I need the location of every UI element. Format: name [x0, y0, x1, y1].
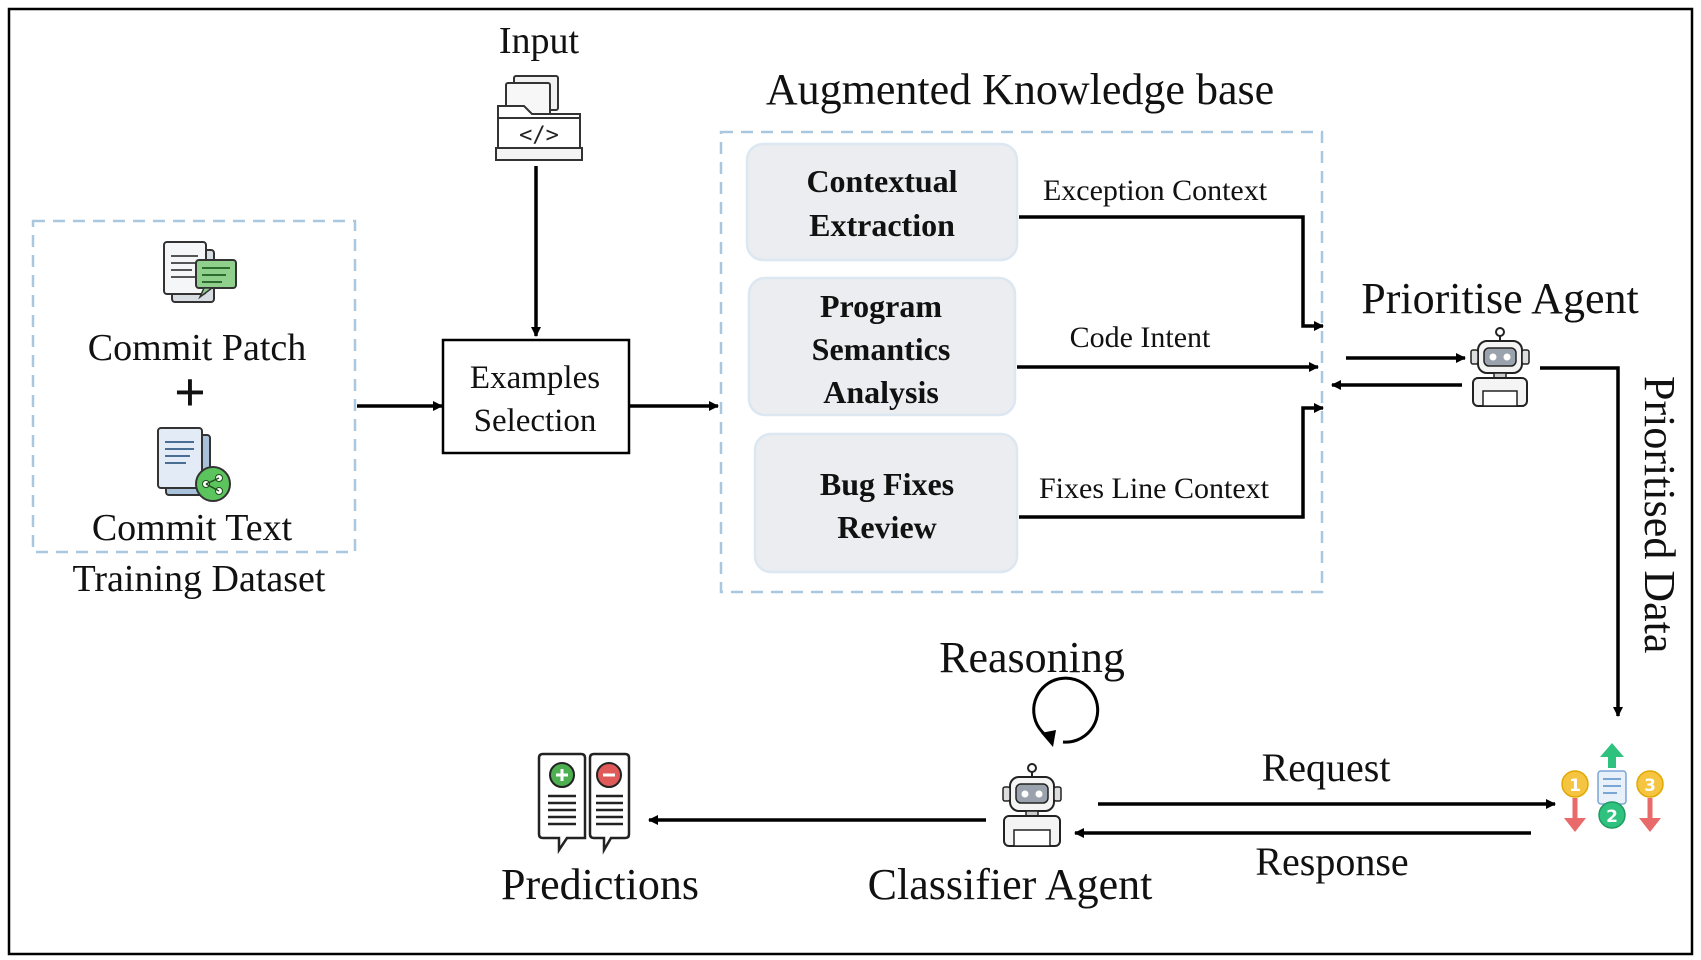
svg-text:Review: Review [837, 509, 937, 545]
svg-text:Extraction: Extraction [809, 207, 955, 243]
training-dataset-label: Training Dataset [73, 558, 326, 600]
commit-text-icon [157, 427, 231, 502]
prioritised-data-arrow [1540, 366, 1623, 717]
svg-text:1: 1 [1569, 776, 1581, 796]
svg-text:2: 2 [1606, 807, 1618, 827]
commit-patch-icon [163, 241, 237, 303]
exception-context-label: Exception Context [1043, 174, 1268, 207]
examples-selection-line1: Examples [470, 360, 600, 396]
reasoning-loop-icon [1032, 676, 1100, 747]
svg-text:Bug Fixes: Bug Fixes [820, 466, 954, 502]
plus-symbol: + [174, 362, 206, 424]
knowledge-base-box [719, 130, 1324, 594]
knowledge-base-title: Augmented Knowledge base [766, 65, 1274, 114]
code-folder-icon: </> [495, 75, 583, 161]
commit-text-label: Commit Text [92, 507, 293, 549]
classifier-agent-label: Classifier Agent [868, 860, 1153, 909]
training-dataset-box [31, 219, 357, 554]
exception-context-arrow [1019, 215, 1324, 331]
prioritise-agent-robot-icon [1470, 327, 1530, 407]
response-label: Response [1255, 839, 1408, 884]
fixes-line-context-arrow [1019, 403, 1324, 519]
prioritised-data-label: Prioritised Data [1635, 376, 1684, 653]
module-program-semantics-analysis: Program Semantics Analysis [747, 276, 1017, 417]
input-label: Input [499, 20, 580, 62]
examples-selection-box [441, 338, 631, 455]
commit-patch-label: Commit Patch [88, 327, 307, 369]
request-label: Request [1262, 745, 1391, 790]
outer-frame [7, 7, 1694, 956]
svg-text:3: 3 [1644, 776, 1656, 796]
svg-text:</>: </> [519, 123, 559, 148]
examples-selection-line2: Selection [474, 403, 597, 439]
predictions-icon [537, 752, 631, 855]
svg-text:Contextual: Contextual [806, 163, 957, 199]
ranking-icon: 1 2 3 [1561, 743, 1664, 832]
svg-text:Program: Program [820, 288, 942, 324]
predictions-label: Predictions [501, 860, 699, 909]
module-contextual-extraction: Contextual Extraction [745, 142, 1019, 262]
fixes-line-context-label: Fixes Line Context [1039, 472, 1270, 505]
svg-text:Analysis: Analysis [823, 374, 939, 410]
reasoning-label: Reasoning [939, 633, 1125, 682]
code-intent-label: Code Intent [1070, 321, 1211, 354]
classifier-agent-robot-icon [1002, 763, 1062, 847]
svg-text:Semantics: Semantics [812, 331, 951, 367]
prioritise-agent-label: Prioritise Agent [1361, 274, 1638, 323]
module-bug-fixes-review: Bug Fixes Review [753, 432, 1019, 574]
